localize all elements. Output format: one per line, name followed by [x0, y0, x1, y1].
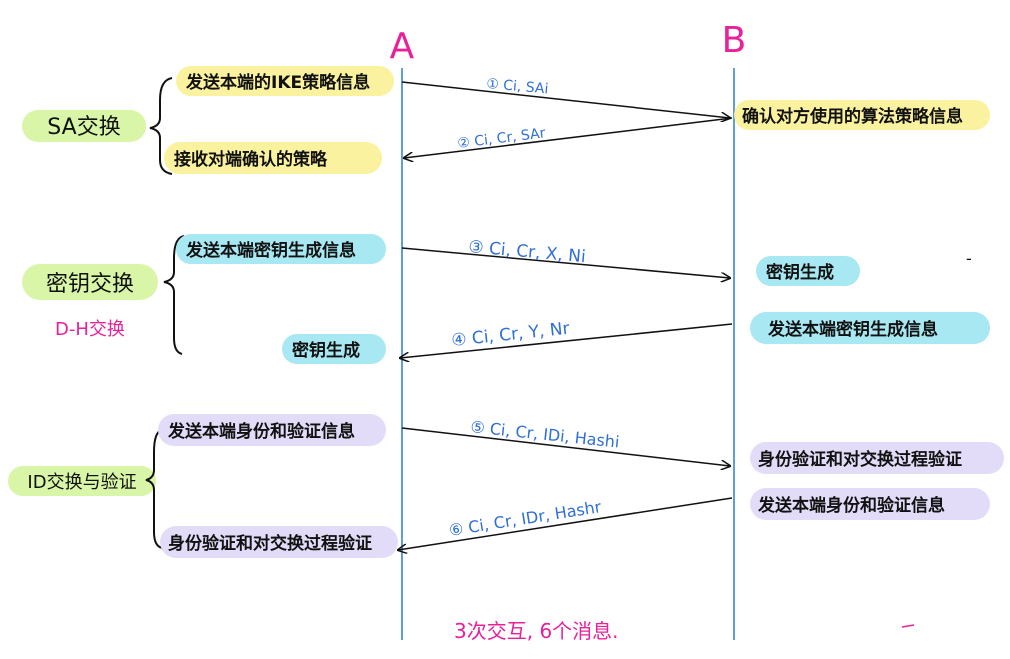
sa-section-label: SA交换	[47, 115, 120, 140]
key-b-generate-highlight	[756, 256, 860, 286]
sa-a-send-highlight	[176, 66, 394, 96]
id-a-send-highlight	[158, 414, 386, 446]
msg5-arrow	[401, 427, 730, 466]
participant-b-label: B	[722, 20, 747, 61]
msg6-arrow	[398, 497, 733, 550]
msg2-label: ② Ci, Cr, SAr	[457, 125, 547, 152]
id-b-send-highlight	[750, 488, 990, 520]
msg3-label: ③ Ci, Cr, X, Ni	[468, 237, 587, 267]
id-a-verify-text: 身份验证和对交换过程验证	[168, 533, 372, 554]
key-b-generate-text: 密钥生成	[766, 262, 834, 283]
key-a-send-text: 发送本端密钥生成信息	[185, 240, 356, 261]
stray-mark-2	[901, 624, 915, 628]
msg5-label: ⑤ Ci, Cr, IDi, Hashi	[470, 417, 621, 452]
key-section-label: 密钥交换	[46, 272, 134, 297]
key-b-send-highlight	[750, 312, 990, 344]
msg3-arrow	[401, 247, 730, 278]
msg2-arrow	[404, 117, 733, 158]
key-a-generate-text: 密钥生成	[292, 340, 360, 361]
sa-b-confirm-text: 确认对方使用的算法策略信息	[742, 106, 963, 127]
stray-mark-1: -	[966, 249, 972, 268]
key-section-highlight	[22, 264, 158, 300]
sa-a-send-text: 发送本端的IKE策略信息	[185, 72, 370, 93]
sa-section-highlight	[22, 110, 146, 142]
id-b-verify-text: 身份验证和对交换过程验证	[758, 449, 962, 470]
sa-a-receive-highlight	[164, 142, 382, 174]
msg6-label: ⑥ Ci, Cr, IDr, Hashr	[448, 497, 603, 540]
participant-a-label: A	[390, 26, 415, 67]
msg4-arrow	[400, 323, 733, 358]
id-a-send-text: 发送本端身份和验证信息	[167, 421, 355, 442]
id-section-highlight	[8, 466, 156, 496]
id-b-verify-highlight	[750, 442, 1004, 474]
id-section-label: ID交换与验证	[27, 472, 136, 493]
key-a-generate-highlight	[282, 334, 386, 364]
key-brace	[163, 235, 185, 355]
key-a-send-highlight	[176, 234, 386, 264]
sa-a-receive-text: 接收对端确认的策略	[174, 149, 328, 170]
key-section-sublabel: D-H交换	[55, 319, 125, 340]
id-brace	[145, 429, 163, 549]
id-a-verify-highlight	[160, 526, 398, 558]
msg1-label: ① Ci, SAi	[486, 76, 549, 97]
msg1-arrow	[401, 81, 730, 118]
sa-brace	[149, 77, 173, 175]
footer-note: 3次交互, 6个消息.	[454, 619, 619, 643]
sa-b-confirm-highlight	[734, 100, 990, 130]
key-b-send-text: 发送本端密钥生成信息	[767, 319, 938, 340]
id-b-send-text: 发送本端身份和验证信息	[757, 495, 945, 516]
